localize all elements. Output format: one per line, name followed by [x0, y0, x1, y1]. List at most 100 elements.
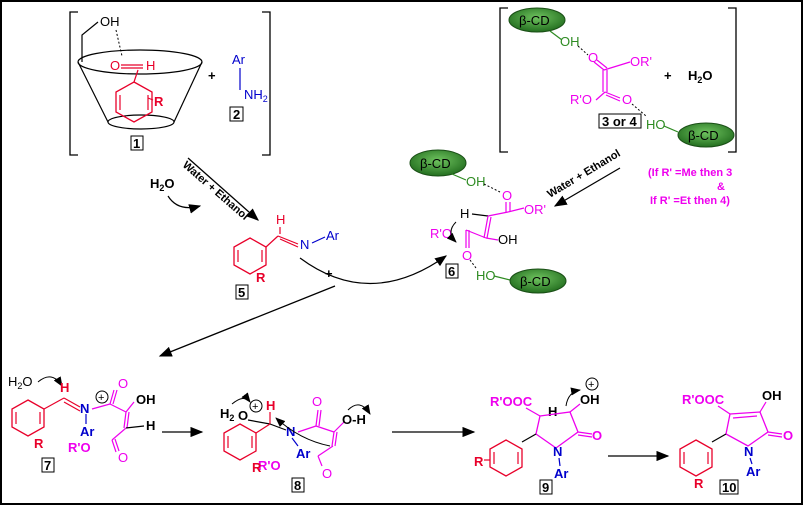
note-line-1: (If R' =Me then 3: [648, 167, 732, 179]
label-rprime-o: R'O: [430, 226, 452, 241]
compound-number-7: 7: [44, 458, 51, 473]
label-ar: Ar: [554, 466, 568, 481]
label-or-prime: OR': [630, 54, 652, 69]
conditions-label-2: Water + Ethanol: [545, 148, 622, 201]
label-oh: O-H: [342, 412, 366, 427]
label-n: N: [286, 424, 295, 439]
label-ar: Ar: [296, 446, 310, 461]
label-h: H: [460, 206, 469, 221]
label-rprime-o: R'O: [570, 92, 592, 107]
water-label: H2O: [688, 68, 713, 85]
label-n: N: [300, 237, 309, 252]
compound-3-4: β-CD OH O OR' R'O O HO β-CD 3 or 4: [499, 7, 737, 153]
label-o: O: [110, 58, 120, 73]
label-o: O: [238, 408, 248, 423]
compound-6: β-CD OH O OR' H OH R'O O HO β-CD 6: [409, 149, 567, 294]
label-r: R: [694, 476, 704, 491]
compound-10: R'OOC OH O N Ar R 10: [679, 388, 793, 495]
arrow-34-to-6: [553, 167, 621, 207]
compound-9: R'OOC H + OH O N Ar R 9: [474, 377, 602, 495]
label-h: H: [548, 404, 557, 419]
arrow-to-7: [158, 285, 336, 357]
label-oh: OH: [466, 174, 486, 189]
beta-cd-ellipse-2: [677, 122, 735, 148]
beta-cd-ellipse-3: [409, 149, 467, 177]
label-h: H: [60, 380, 69, 395]
label-o: O: [502, 188, 512, 203]
label-o-3: O: [322, 466, 332, 481]
bracket-right-1: [262, 11, 271, 156]
label-o-2: O: [118, 450, 128, 465]
compound-number-5: 5: [238, 285, 245, 300]
label-r: R: [256, 270, 266, 285]
beta-cd-ellipse-4: [509, 268, 567, 294]
label-rooc: R'OOC: [490, 394, 533, 409]
label-rooc: R'OOC: [682, 392, 725, 407]
label-oh: OH: [762, 388, 782, 403]
label-ar: Ar: [326, 228, 340, 243]
curve-5-to-6: [299, 255, 447, 285]
label-o: O: [588, 50, 598, 65]
beta-cd-ellipse: [508, 7, 566, 33]
bracket-left-34: [499, 7, 508, 153]
compound-number-9: 9: [542, 480, 549, 495]
label-n: N: [553, 444, 562, 459]
label-n: N: [744, 444, 753, 459]
label-or-prime: OR': [524, 202, 546, 217]
label-h: H: [146, 58, 155, 73]
compound-number-6: 6: [448, 264, 455, 279]
compound-number-2: 2: [233, 107, 240, 122]
note-line-3: If R' =Et then 4): [650, 195, 730, 207]
label-rprime-o: R'O: [258, 458, 281, 473]
plus-sign: +: [208, 68, 216, 83]
compound-number-34: 3 or 4: [602, 114, 637, 129]
label-oh: OH: [100, 14, 120, 29]
cd-rim-top: [77, 49, 203, 75]
plus-sign-3: +: [325, 266, 333, 281]
label-nh: NH: [244, 87, 263, 102]
label-n: N: [80, 401, 89, 416]
label-h: H: [276, 212, 285, 227]
label-h: H: [266, 398, 275, 413]
label-o-2: O: [462, 248, 472, 263]
beta-cd-label-2: β-CD: [688, 128, 719, 143]
label-r: R: [252, 460, 262, 475]
compound-8: H2 + O H N Ar O O-H R'O O R 8: [220, 392, 371, 493]
label-h-2: H: [146, 418, 155, 433]
svg-text:NH2: NH2: [244, 87, 268, 104]
water-label-4: H2: [220, 406, 234, 423]
label-ho: HO: [646, 117, 666, 132]
label-oh-2: OH: [498, 232, 518, 247]
label-ho: HO: [476, 268, 496, 283]
compound-number-10: 10: [722, 480, 736, 495]
label-o2: O: [622, 92, 632, 107]
label-oh: OH: [560, 34, 580, 49]
compound-2: Ar NH2 2: [229, 52, 268, 122]
compound-7: H2O H N + Ar O OH H R'O O R 7: [8, 374, 156, 473]
water-label-2: H2O: [150, 176, 175, 193]
beta-cd-label: β-CD: [519, 13, 550, 28]
compound-number-8: 8: [294, 478, 301, 493]
bracket-right-34: [728, 7, 737, 153]
label-r: R: [34, 436, 44, 451]
compound-5: H N Ar R 5: [233, 212, 340, 300]
label-o: O: [592, 428, 602, 443]
bracket-left-1: [69, 11, 78, 156]
label-oh: OH: [136, 392, 156, 407]
label-r: R: [154, 94, 164, 109]
label-ar: Ar: [232, 52, 246, 67]
charge-plus: +: [252, 401, 258, 413]
compound-1: OH O H R 1: [69, 11, 271, 156]
label-o: O: [118, 376, 128, 391]
label-nh-sub: 2: [263, 94, 268, 104]
arrow-1-to-5: [187, 157, 259, 221]
beta-cd-label-4: β-CD: [520, 274, 551, 289]
label-r: R: [474, 454, 484, 469]
label-o: O: [783, 428, 793, 443]
conditions-label: Water + Ethanol: [180, 159, 251, 223]
label-o-2: O: [312, 394, 322, 409]
charge-plus: +: [588, 379, 594, 391]
charge-plus: +: [98, 392, 104, 404]
